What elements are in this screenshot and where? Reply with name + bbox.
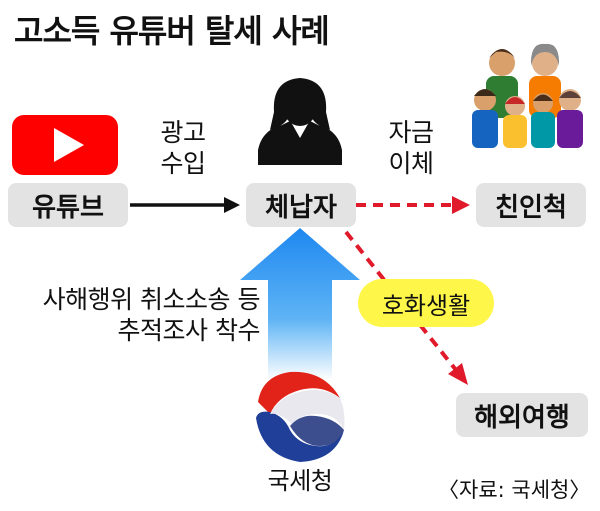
relatives-node-label: 친인척 bbox=[495, 192, 567, 223]
luxury-life-label: 호화생활 bbox=[381, 291, 471, 320]
ad-income-label-line2: 수입 bbox=[160, 149, 206, 178]
taxpayer-node: 체납자 bbox=[246, 183, 356, 227]
transfer-label-line1: 자금 bbox=[388, 118, 434, 147]
youtube-node-label: 유튜브 bbox=[32, 192, 104, 223]
person-icon bbox=[258, 78, 342, 165]
youtube-node: 유튜브 bbox=[8, 183, 128, 227]
relatives-node: 친인척 bbox=[476, 183, 586, 227]
investigation-arrow bbox=[240, 228, 360, 380]
overseas-travel-node: 해외여행 bbox=[456, 393, 588, 437]
investigation-label-line1: 사해행위 취소소송 등 bbox=[42, 285, 261, 314]
ad-income-label-line1: 광고 bbox=[160, 118, 206, 147]
youtube-logo-icon bbox=[12, 115, 118, 175]
transfer-label: 자금 이체 bbox=[376, 117, 446, 179]
luxury-life-badge: 호화생활 bbox=[358, 279, 494, 327]
family-icon bbox=[472, 43, 583, 148]
source-note: 〈자료: 국세청〉 bbox=[438, 478, 591, 502]
ad-income-arrow bbox=[130, 197, 240, 213]
transfer-arrow bbox=[356, 196, 470, 214]
investigation-label-line2: 추적조사 착수 bbox=[117, 316, 261, 345]
nts-emblem-icon bbox=[256, 371, 345, 462]
ad-income-label: 광고 수입 bbox=[148, 117, 218, 179]
page-title: 고소득 유튜버 탈세 사례 bbox=[14, 12, 330, 50]
overseas-travel-node-label: 해외여행 bbox=[474, 402, 570, 433]
investigation-label: 사해행위 취소소송 등 추적조사 착수 bbox=[10, 284, 261, 346]
nts-label: 국세청 bbox=[267, 467, 333, 495]
transfer-label-line2: 이체 bbox=[388, 149, 434, 178]
taxpayer-node-label: 체납자 bbox=[265, 192, 337, 223]
